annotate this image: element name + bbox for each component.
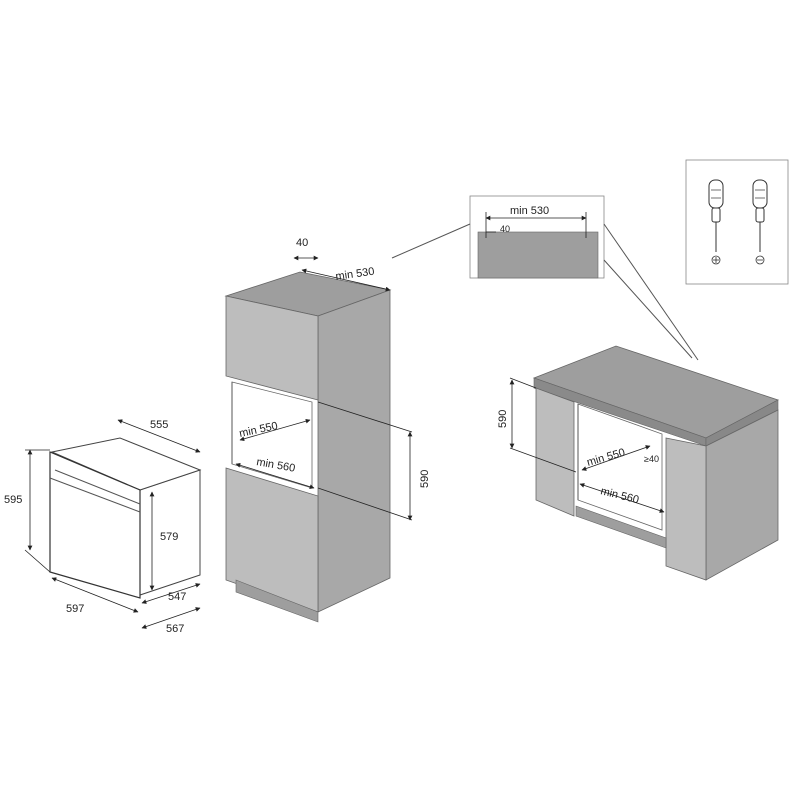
- oven-top-depth-label: 555: [150, 419, 168, 431]
- oven-width-label: 597: [66, 603, 84, 615]
- cabinet-upper-front: [225, 295, 319, 401]
- oven-front-panel: [49, 451, 141, 599]
- cabinet-side: [317, 289, 391, 613]
- oven-height-label: 595: [4, 494, 22, 506]
- under-counter-plinth: [575, 505, 667, 549]
- detail-depth-label: min 530: [510, 205, 549, 217]
- under-counter-right-door: [665, 437, 707, 581]
- flathead-screwdriver-icon: [752, 179, 768, 265]
- under-counter-left-door: [535, 387, 575, 517]
- cabinet-plinth: [235, 579, 319, 623]
- tools-frame: [685, 159, 789, 285]
- tall-cabinet: 40 min 530 min 550 min 560 590: [224, 237, 431, 623]
- oven-unit: 595 555 579 597 547 567: [4, 419, 202, 635]
- oven-body-depth-label: 547: [168, 591, 186, 603]
- cabinet-depth-label: min 530: [335, 266, 375, 283]
- oven-total-depth-label: 567: [166, 623, 184, 635]
- detail-gap-label: 40: [500, 224, 510, 234]
- cabinet-niche-height-label: 590: [419, 470, 431, 488]
- tools-box: [685, 159, 789, 285]
- detail-panel: [477, 231, 599, 279]
- oven-front-height-label: 579: [160, 531, 178, 543]
- phillips-screwdriver-icon: [708, 179, 724, 265]
- detail-zoom: min 530 40: [391, 195, 699, 361]
- under-counter-height-label: 590: [497, 410, 509, 428]
- under-counter-cabinet: 590 min 550 ≥40 min 560: [497, 345, 780, 581]
- cabinet-gap-label: 40: [296, 237, 308, 249]
- under-counter-gap-label: ≥40: [644, 454, 659, 464]
